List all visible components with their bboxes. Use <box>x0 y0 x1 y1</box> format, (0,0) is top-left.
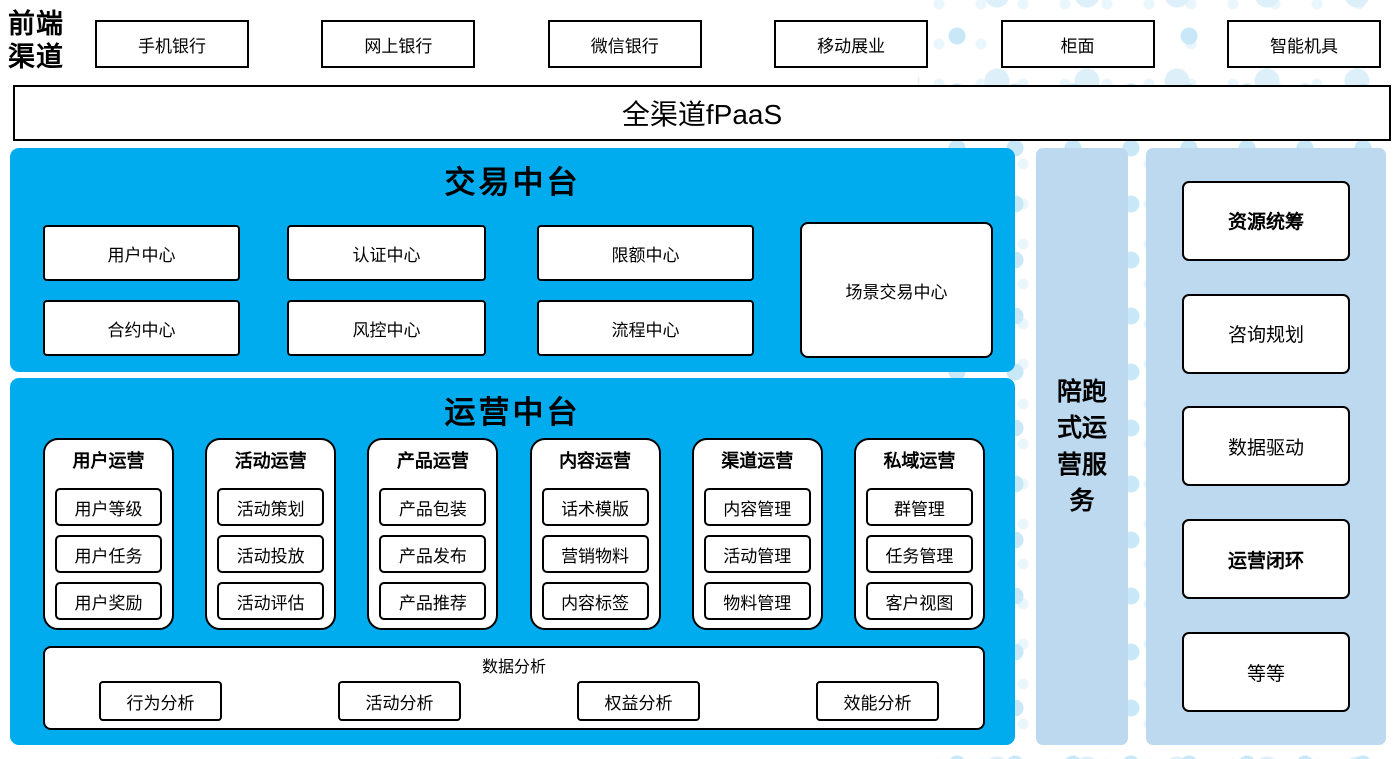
risk-center-box: 风控中心 <box>287 300 486 356</box>
data-driven-box: 数据驱动 <box>1182 406 1350 487</box>
column-header: 产品运营 <box>396 451 469 471</box>
content-operations-column: 内容运营 话术模版 营销物料 内容标签 <box>529 438 661 630</box>
data-analysis-row: 行为分析 活动分析 权益分析 效能分析 <box>99 681 939 721</box>
operations-loop-box: 运营闭环 <box>1182 519 1350 600</box>
op-item: 产品包装 <box>379 488 487 526</box>
op-item: 内容标签 <box>541 582 649 620</box>
op-item: 任务管理 <box>865 535 973 573</box>
op-item: 活动管理 <box>703 535 811 573</box>
column-header: 内容运营 <box>559 451 632 471</box>
channel-online-banking: 网上银行 <box>321 20 476 68</box>
product-operations-column: 产品运营 产品包装 产品发布 产品推荐 <box>367 438 499 630</box>
op-item: 内容管理 <box>703 488 811 526</box>
user-operations-column: 用户运营 用户等级 用户任务 用户奖励 <box>43 438 174 630</box>
private-domain-operations-column: 私域运营 群管理 任务管理 客户视图 <box>853 438 985 630</box>
channel-counter: 柜面 <box>1000 20 1155 68</box>
accompany-service-label: 陪跑式运营服务 <box>1056 378 1107 515</box>
consulting-planning-box: 咨询规划 <box>1182 293 1350 374</box>
op-item: 用户奖励 <box>55 582 162 620</box>
trading-platform-title: 交易中台 <box>444 165 581 200</box>
channel-mobile-outreach: 移动展业 <box>774 20 929 68</box>
op-item: 活动策划 <box>217 488 325 526</box>
op-item: 群管理 <box>865 488 973 526</box>
data-analysis-title: 数据分析 <box>481 659 546 676</box>
op-item: 话术模版 <box>541 488 649 526</box>
scene-trading-center-box: 场景交易中心 <box>800 222 993 358</box>
op-item: 物料管理 <box>703 582 811 620</box>
resource-coordination-box: 资源统筹 <box>1182 180 1350 261</box>
column-header: 活动运营 <box>234 451 307 471</box>
op-item: 产品推荐 <box>379 582 487 620</box>
channel-wechat-banking: 微信银行 <box>547 20 702 68</box>
column-header: 私域运营 <box>883 451 956 471</box>
frontend-channels-label: 前端渠道 <box>8 9 64 72</box>
benefit-analysis-box: 权益分析 <box>577 681 700 721</box>
contract-center-box: 合约中心 <box>43 300 240 356</box>
accompany-service-column: 陪跑式运营服务 <box>1036 148 1128 745</box>
channel-smart-devices: 智能机具 <box>1226 20 1381 68</box>
trading-platform-block: 交易中台 用户中心 认证中心 限额中心 合约中心 风控中心 流程中心 场景交易中… <box>10 148 1015 372</box>
user-center-box: 用户中心 <box>43 225 240 281</box>
fpaas-bar: 全渠道fPaaS <box>13 85 1391 141</box>
channel-mobile-banking: 手机银行 <box>95 20 249 68</box>
operations-platform-title: 运营中台 <box>444 395 581 430</box>
op-item: 客户视图 <box>865 582 973 620</box>
column-header: 用户运营 <box>72 451 145 471</box>
process-center-box: 流程中心 <box>537 300 754 356</box>
op-item: 活动评估 <box>217 582 325 620</box>
services-column: 资源统筹 咨询规划 数据驱动 运营闭环 等等 <box>1146 148 1386 745</box>
data-analysis-panel: 数据分析 行为分析 活动分析 权益分析 效能分析 <box>43 646 985 730</box>
op-item: 用户等级 <box>55 488 162 526</box>
efficiency-analysis-box: 效能分析 <box>816 681 939 721</box>
operations-columns: 用户运营 用户等级 用户任务 用户奖励 活动运营 活动策划 活动投放 活动评估 … <box>43 438 985 630</box>
channel-operations-column: 渠道运营 内容管理 活动管理 物料管理 <box>691 438 823 630</box>
activity-operations-column: 活动运营 活动策划 活动投放 活动评估 <box>205 438 337 630</box>
op-item: 产品发布 <box>379 535 487 573</box>
limit-center-box: 限额中心 <box>537 225 754 281</box>
operations-platform-block: 运营中台 用户运营 用户等级 用户任务 用户奖励 活动运营 活动策划 活动投放 … <box>10 378 1015 745</box>
auth-center-box: 认证中心 <box>287 225 486 281</box>
op-item: 用户任务 <box>55 535 162 573</box>
behavior-analysis-box: 行为分析 <box>99 681 222 721</box>
column-header: 渠道运营 <box>721 451 794 471</box>
op-item: 活动投放 <box>217 535 325 573</box>
etc-box: 等等 <box>1182 632 1350 713</box>
channel-row: 手机银行 网上银行 微信银行 移动展业 柜面 智能机具 <box>95 20 1381 68</box>
activity-analysis-box: 活动分析 <box>338 681 461 721</box>
op-item: 营销物料 <box>541 535 649 573</box>
